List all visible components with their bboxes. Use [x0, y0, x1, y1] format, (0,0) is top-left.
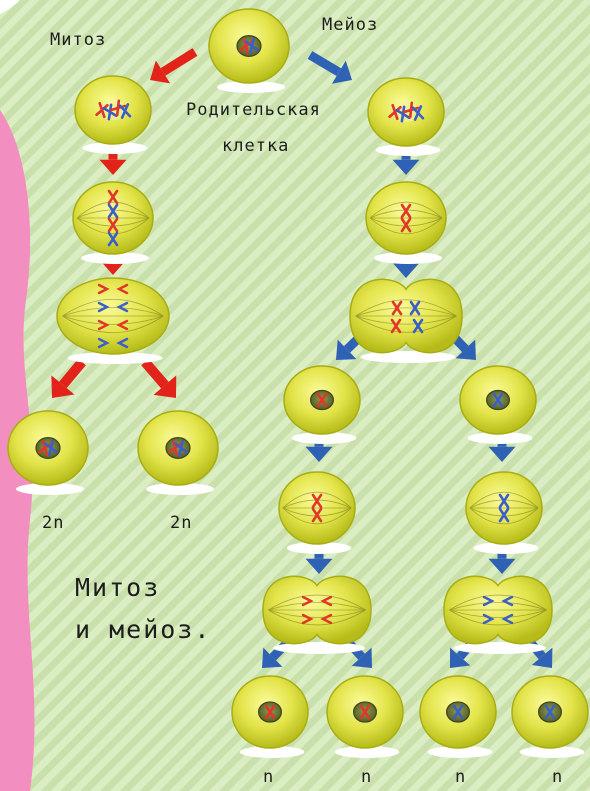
parent-cell-label-line2: клетка	[222, 136, 289, 156]
ploidy-label-n: n	[552, 767, 563, 787]
nucleus	[166, 438, 190, 459]
ploidy-label-2n: 2n	[170, 513, 192, 533]
meiosis-label: Мейоз	[322, 15, 378, 35]
parent-cell-label-line1: Родительская	[186, 100, 321, 120]
ploidy-label-n: n	[455, 767, 466, 787]
nucleus	[36, 438, 60, 459]
mitosis-label: Митоз	[50, 30, 106, 50]
ploidy-label-2n: 2n	[42, 513, 64, 533]
cell-shadow	[273, 642, 365, 654]
nucleus	[237, 36, 261, 57]
ploidy-label-n: n	[361, 767, 372, 787]
cell-shadow	[454, 642, 546, 654]
cell-shadow	[360, 351, 455, 363]
caption-subtitle: и мейоз.	[75, 613, 211, 647]
caption-title: Митоз	[75, 571, 160, 605]
ploidy-label-n: n	[263, 767, 274, 787]
